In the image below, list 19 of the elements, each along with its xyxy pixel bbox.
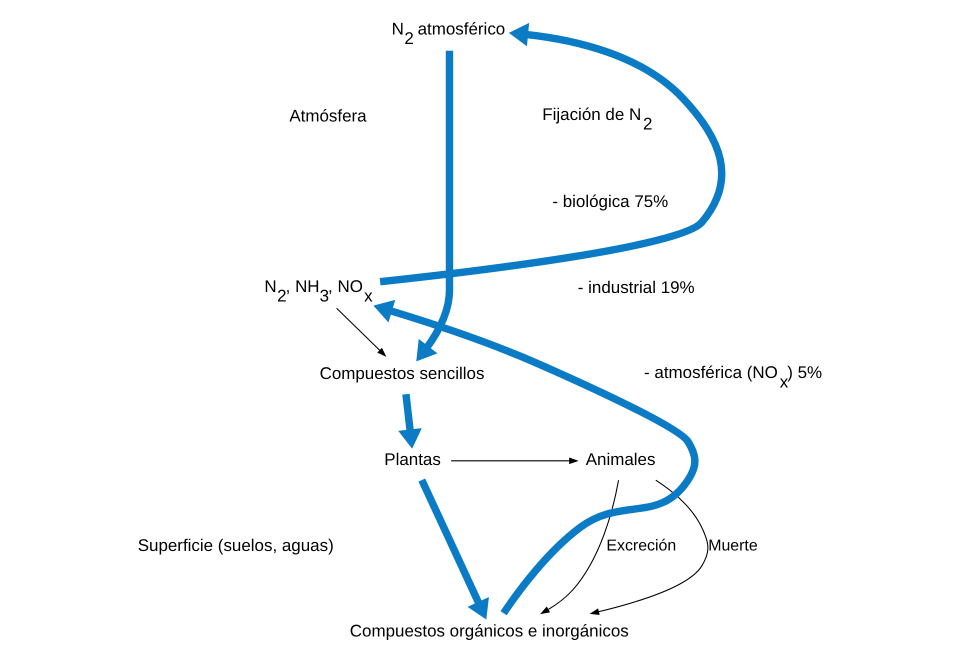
label: - industrial 19% [578, 278, 695, 298]
node-text: Animales [586, 450, 656, 469]
arrow [418, 478, 489, 620]
arrow [373, 300, 698, 616]
node-text: Compuestos orgánicos e inorgánicos [350, 622, 629, 641]
edge-label: Muerte [708, 537, 758, 554]
edge-label: Excreción [606, 537, 676, 554]
label: Superficie (suelos, aguas) [138, 536, 334, 555]
arrow [398, 394, 422, 449]
arrow [590, 480, 708, 615]
arrow [540, 480, 620, 614]
label: Atmósfera [289, 106, 367, 126]
node-text: Compuestos sencillos [320, 364, 484, 383]
label: - biológica 75% [552, 192, 668, 212]
arrow [380, 22, 726, 286]
node-text: Plantas [384, 450, 441, 469]
arrow [451, 458, 579, 464]
arrow [416, 50, 454, 362]
arrow [336, 308, 386, 357]
